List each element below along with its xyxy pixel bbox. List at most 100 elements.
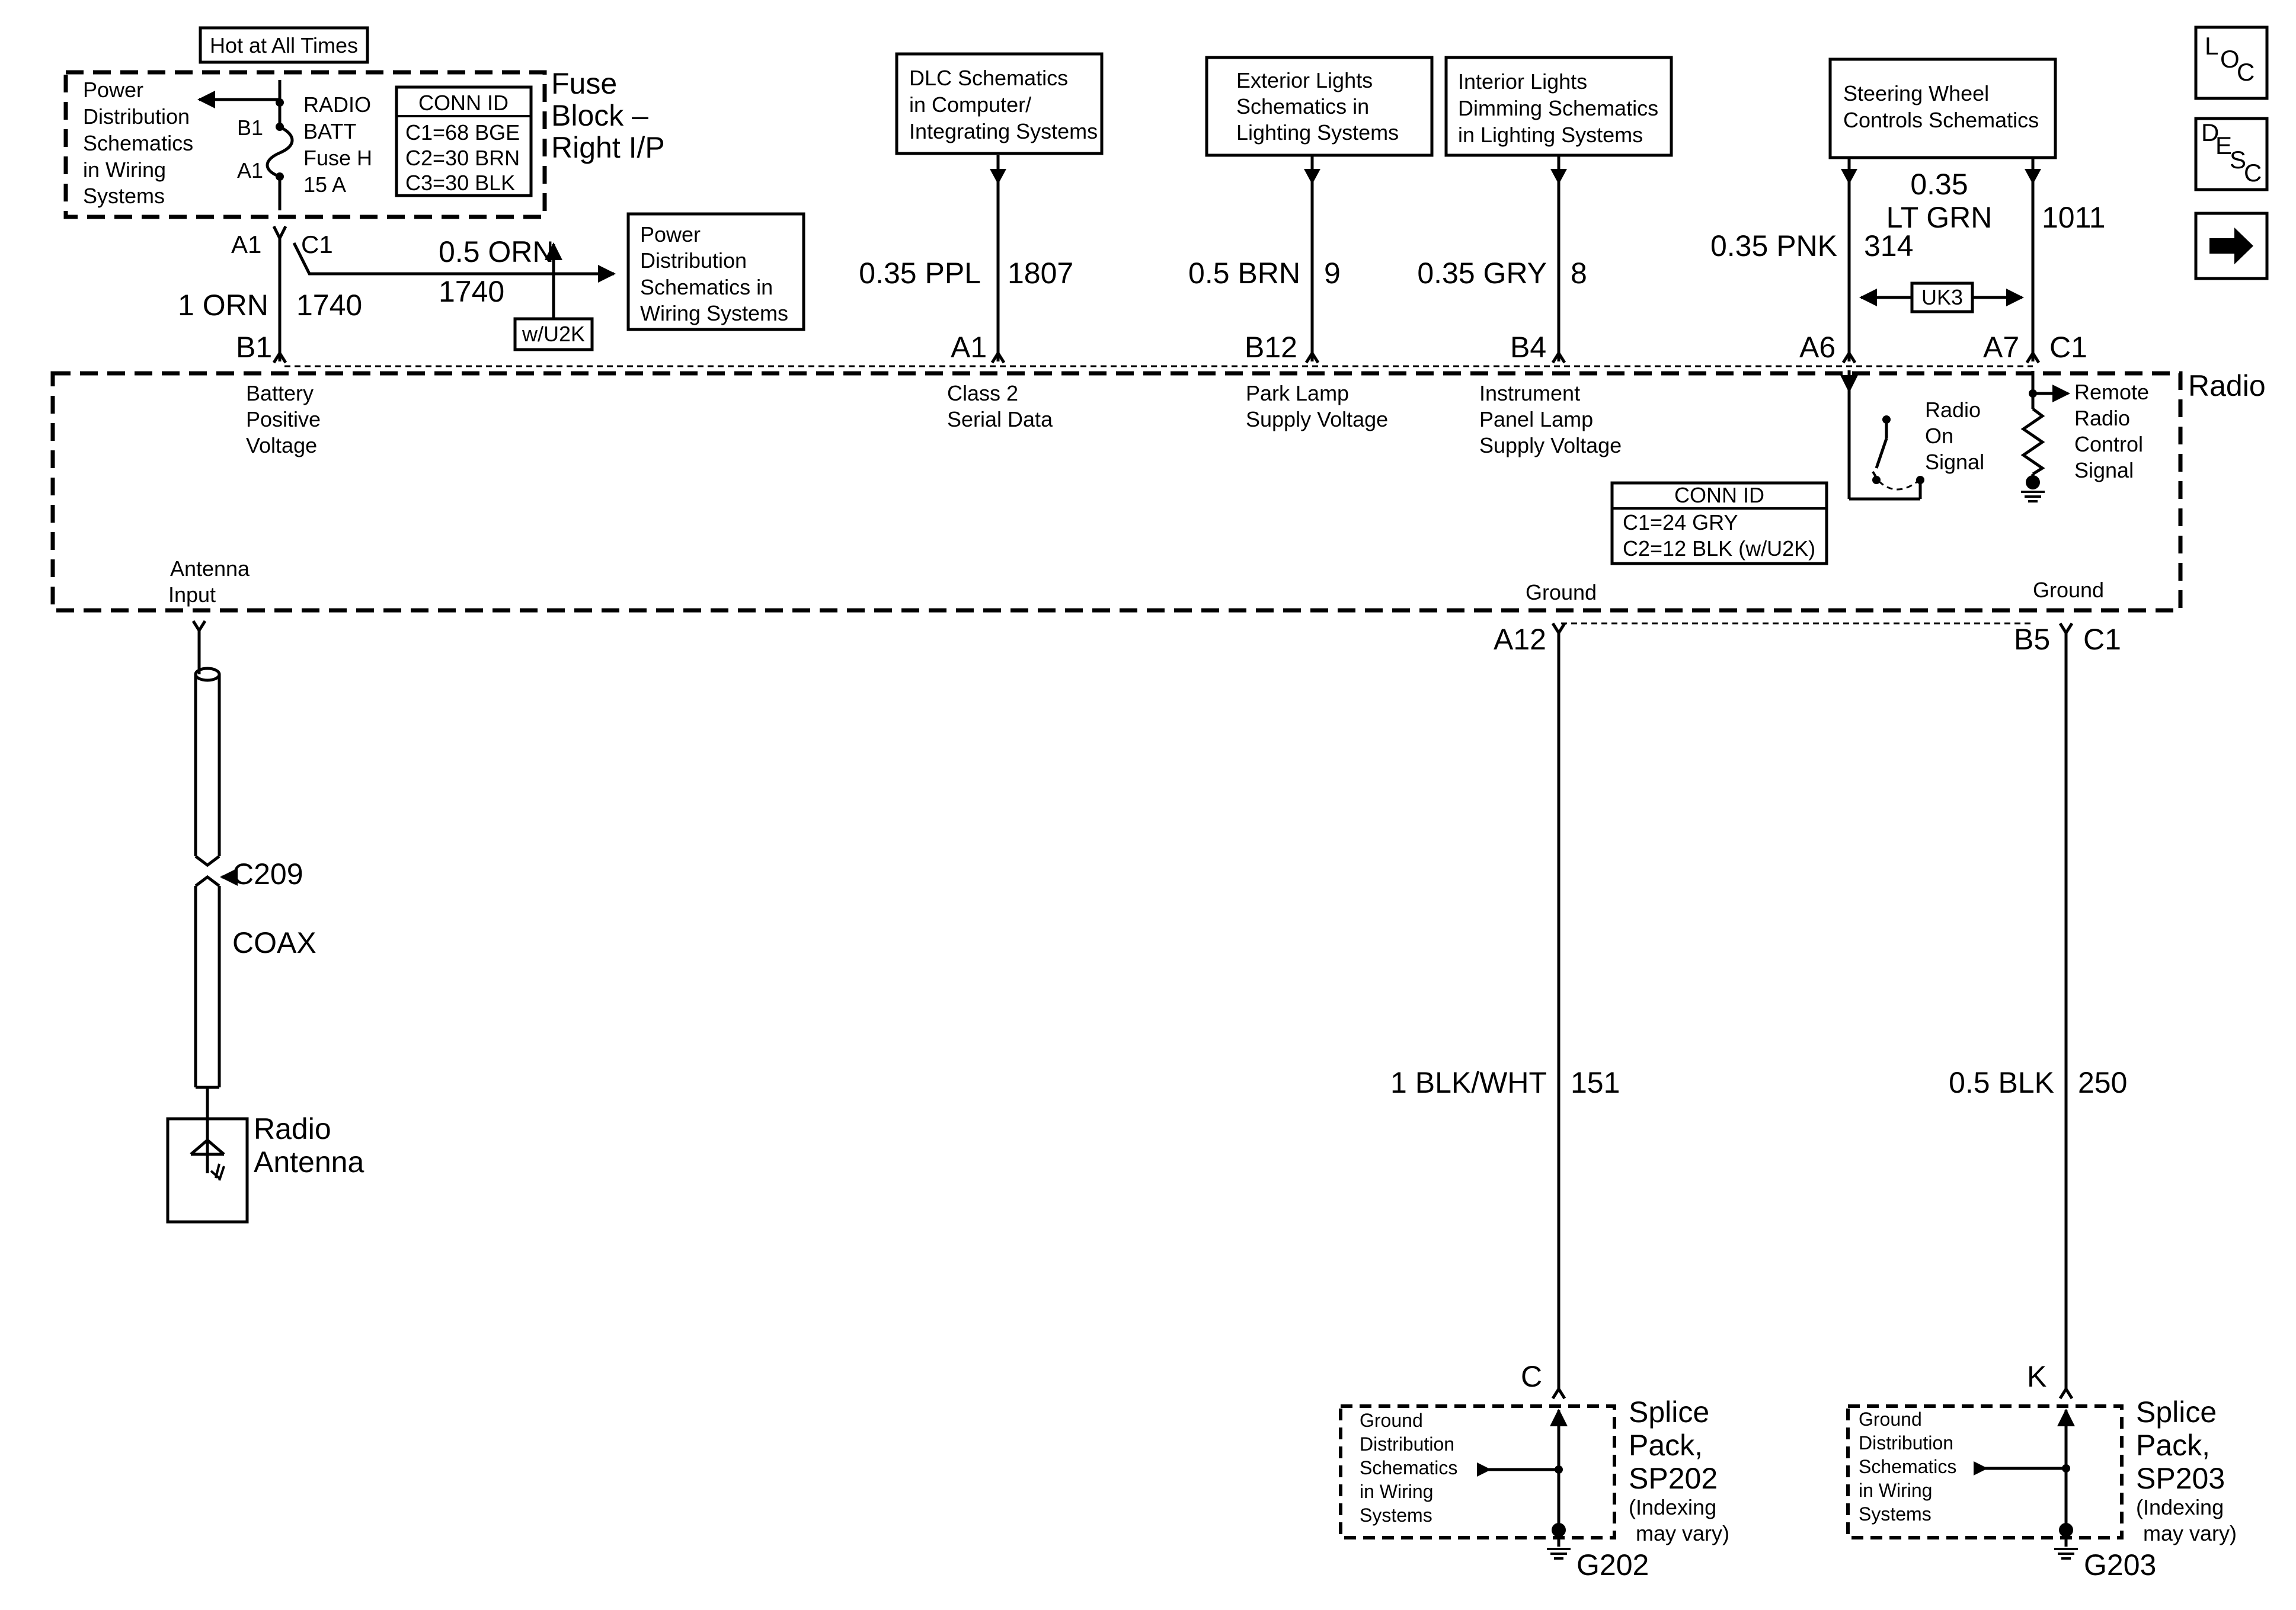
fuse-block-conn-id: CONN ID C1=68 BGE C2=30 BRN C3=30 BLK bbox=[395, 85, 533, 197]
connector-icon bbox=[2058, 622, 2074, 636]
ground-id: G203 bbox=[2084, 1548, 2156, 1582]
pin-a1-label: A1 bbox=[231, 231, 261, 258]
circuit-number: 250 bbox=[2078, 1066, 2127, 1099]
ref-line: Schematics bbox=[1360, 1457, 1457, 1478]
radio-on-switch: Radio On Signal bbox=[1840, 370, 1984, 501]
antenna-label-line: Radio bbox=[254, 1112, 331, 1145]
ref-line: Ground bbox=[1360, 1410, 1423, 1431]
connector-icon bbox=[1551, 350, 1566, 364]
pin-label: B4 bbox=[1510, 331, 1546, 364]
desc-letter: D bbox=[2201, 119, 2219, 146]
desc-letter: S bbox=[2230, 146, 2246, 174]
wire-color-1-orn: 1 ORN bbox=[178, 289, 268, 322]
splice-pin: K bbox=[2027, 1360, 2046, 1393]
splice-pack-sp203 bbox=[1846, 1404, 2124, 1539]
ref-line: Systems bbox=[83, 184, 165, 208]
ref-line: Schematics bbox=[1859, 1456, 1956, 1477]
ground-label: Ground bbox=[1526, 580, 1597, 604]
ref-line: Distribution bbox=[1859, 1432, 1953, 1454]
exterior-lights-reference-box: Exterior Lights Schematics in Lighting S… bbox=[1205, 56, 1434, 157]
ref-line: in Wiring bbox=[1360, 1481, 1433, 1502]
uk3-label: UK3 bbox=[1921, 285, 1963, 309]
loc-button[interactable]: L O C bbox=[2194, 25, 2269, 100]
pin-function-line: Remote bbox=[2074, 380, 2149, 404]
antenna-input-connector bbox=[191, 620, 207, 633]
pin-label: A7 bbox=[1983, 331, 2019, 364]
c209-label: C209 bbox=[232, 857, 303, 891]
hot-at-all-times-box: Hot at All Times bbox=[199, 26, 369, 64]
ref-line: Power bbox=[640, 222, 701, 247]
pin-function-line: Serial Data bbox=[947, 407, 1053, 431]
fuse-block-title-line-1: Fuse bbox=[551, 67, 617, 100]
radio-conn-id: CONN ID C1=24 GRY C2=12 BLK (w/U2K) bbox=[1610, 481, 1828, 565]
fuse-block-title-line-3: Right I/P bbox=[551, 131, 665, 164]
pin-function-line: Signal bbox=[2074, 458, 2134, 482]
ref-line: Lighting Systems bbox=[1236, 120, 1399, 145]
ref-line: Distribution bbox=[640, 248, 747, 273]
circuit-number: 9 bbox=[1324, 257, 1341, 290]
splice-note-line: (Indexing bbox=[1629, 1495, 1716, 1519]
ref-line: Dimming Schematics bbox=[1458, 96, 1658, 120]
pin-function-line: Radio bbox=[1925, 398, 1981, 422]
ref-line: Schematics bbox=[83, 131, 193, 155]
ref-line: in Wiring bbox=[83, 158, 166, 182]
loc-letter: C bbox=[2237, 58, 2255, 86]
circuit-number: 1011 bbox=[2042, 201, 2106, 234]
steering-wheel-reference-box: Steering Wheel Controls Schematics bbox=[1828, 57, 2057, 159]
w-u2k-label: w/U2K bbox=[522, 322, 585, 346]
ref-line: Steering Wheel bbox=[1843, 81, 1989, 105]
desc-button[interactable]: D E S C bbox=[2194, 117, 2269, 191]
branch-wire-label: 0.5 ORN bbox=[439, 235, 554, 268]
fuse-pin-a1: A1 bbox=[237, 158, 263, 183]
splice-note-line: may vary) bbox=[1636, 1521, 1729, 1545]
circuit-number: 1807 bbox=[1008, 257, 1073, 290]
splice-label-line: Pack, bbox=[2136, 1429, 2210, 1462]
ref-line: Systems bbox=[1859, 1503, 1932, 1525]
conn-id-line: C1=24 GRY bbox=[1623, 510, 1738, 534]
pin-conn-label: C1 bbox=[2083, 623, 2121, 656]
splice-label-line: SP203 bbox=[2136, 1462, 2225, 1495]
pin-c1-label: C1 bbox=[301, 231, 333, 258]
pin-function-line: Park Lamp bbox=[1246, 381, 1349, 405]
next-arrow-icon bbox=[2209, 228, 2253, 264]
ref-line: in Computer/ bbox=[909, 92, 1031, 117]
pin-label: A6 bbox=[1799, 331, 1835, 364]
splice-label-line: Splice bbox=[2136, 1395, 2217, 1429]
radio-label: Radio bbox=[2188, 369, 2266, 402]
connector-icon bbox=[1551, 622, 1566, 636]
fuse-h-icon bbox=[266, 125, 294, 178]
fuse-pin-b1: B1 bbox=[237, 116, 263, 140]
radio-pin-b1: B1 bbox=[236, 331, 272, 364]
splice-label-line: SP202 bbox=[1629, 1462, 1718, 1495]
circuit-1740: 1740 bbox=[296, 289, 362, 322]
fuse-block: Fuse Block – Right I/P Power Distributio… bbox=[63, 67, 665, 219]
antenna-coax: C209 COAX Radio Antenna bbox=[166, 620, 364, 1224]
conn-id-title: CONN ID bbox=[418, 91, 509, 115]
dlc-reference-box: DLC Schematics in Computer/ Integrating … bbox=[895, 52, 1104, 155]
c209-connector-icon bbox=[194, 875, 220, 887]
circuit-number: 151 bbox=[1571, 1066, 1620, 1099]
pin-label: B12 bbox=[1245, 331, 1297, 364]
next-button[interactable] bbox=[2194, 212, 2269, 280]
pin-function-line: Battery bbox=[246, 381, 314, 405]
pin-label: B5 bbox=[2014, 623, 2050, 656]
ground-label: Ground bbox=[2033, 578, 2104, 602]
splice-pack-sp202 bbox=[1339, 1404, 1616, 1539]
pin-function-line: Supply Voltage bbox=[1479, 433, 1622, 457]
fuse-block-title: Fuse Block – Right I/P bbox=[551, 67, 665, 164]
ref-line: Systems bbox=[1360, 1505, 1432, 1526]
ref-line: Schematics in bbox=[640, 275, 773, 299]
pin-function-line: Positive bbox=[246, 407, 321, 431]
wire-color: 0.5 BRN bbox=[1188, 257, 1300, 290]
conn-id-title: CONN ID bbox=[1674, 483, 1764, 507]
desc-letter: C bbox=[2244, 159, 2262, 187]
connector-icon bbox=[2058, 1386, 2074, 1400]
ground-circuit-g203: B5 C1 0.5 BLK 250 K Ground Distribution … bbox=[1846, 622, 2237, 1582]
ref-line: Ground bbox=[1859, 1409, 1922, 1430]
hot-at-all-times-label: Hot at All Times bbox=[210, 33, 358, 57]
fuse-label-line: Fuse H bbox=[303, 146, 372, 170]
radio-on-circuit: 0.35 PNK 314 A6 bbox=[1710, 158, 1913, 364]
pin-conn-label: C1 bbox=[2049, 331, 2087, 364]
pin-function-line: Class 2 bbox=[947, 381, 1018, 405]
splice-note-line: may vary) bbox=[2143, 1521, 2237, 1545]
